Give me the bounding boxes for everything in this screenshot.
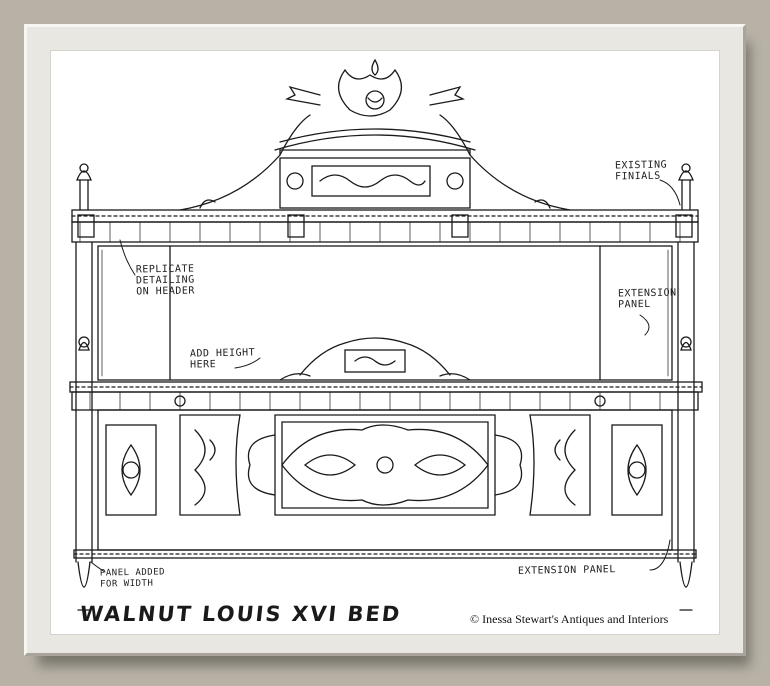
bed-sketch: [69, 58, 703, 611]
note-existing-finials: EXISTING FINIALS: [614, 159, 668, 183]
drawing-title: WALNUT LOUIS XVI BED: [78, 602, 403, 626]
upper-headboard-panel: [97, 245, 673, 381]
annotation-arrows: [90, 179, 681, 573]
lower-crest: [279, 337, 471, 381]
upper-rail: [71, 209, 699, 243]
header-pediment: [179, 149, 571, 211]
crest-ornament: [274, 58, 476, 156]
note-replicate-detailing: REPLICATE DETAILING ON HEADER: [135, 263, 195, 298]
copyright-notice: © Inessa Stewart's Antiques and Interior…: [470, 612, 669, 626]
drawing-sheet: EXISTING FINIALS REPLICATE DETAILING ON …: [50, 50, 720, 635]
bottom-rail: [73, 549, 697, 611]
note-extension-panel-lower: EXTENSION PANEL: [517, 564, 616, 577]
note-add-height: ADD HEIGHT HERE: [189, 347, 256, 371]
lower-footboard-panels: [97, 409, 673, 551]
middle-rail: [69, 381, 703, 411]
note-extension-panel-upper: EXTENSION PANEL: [617, 287, 677, 311]
note-panel-added-width: PANEL ADDED FOR WIDTH: [99, 567, 166, 590]
bed-posts: [75, 163, 695, 588]
